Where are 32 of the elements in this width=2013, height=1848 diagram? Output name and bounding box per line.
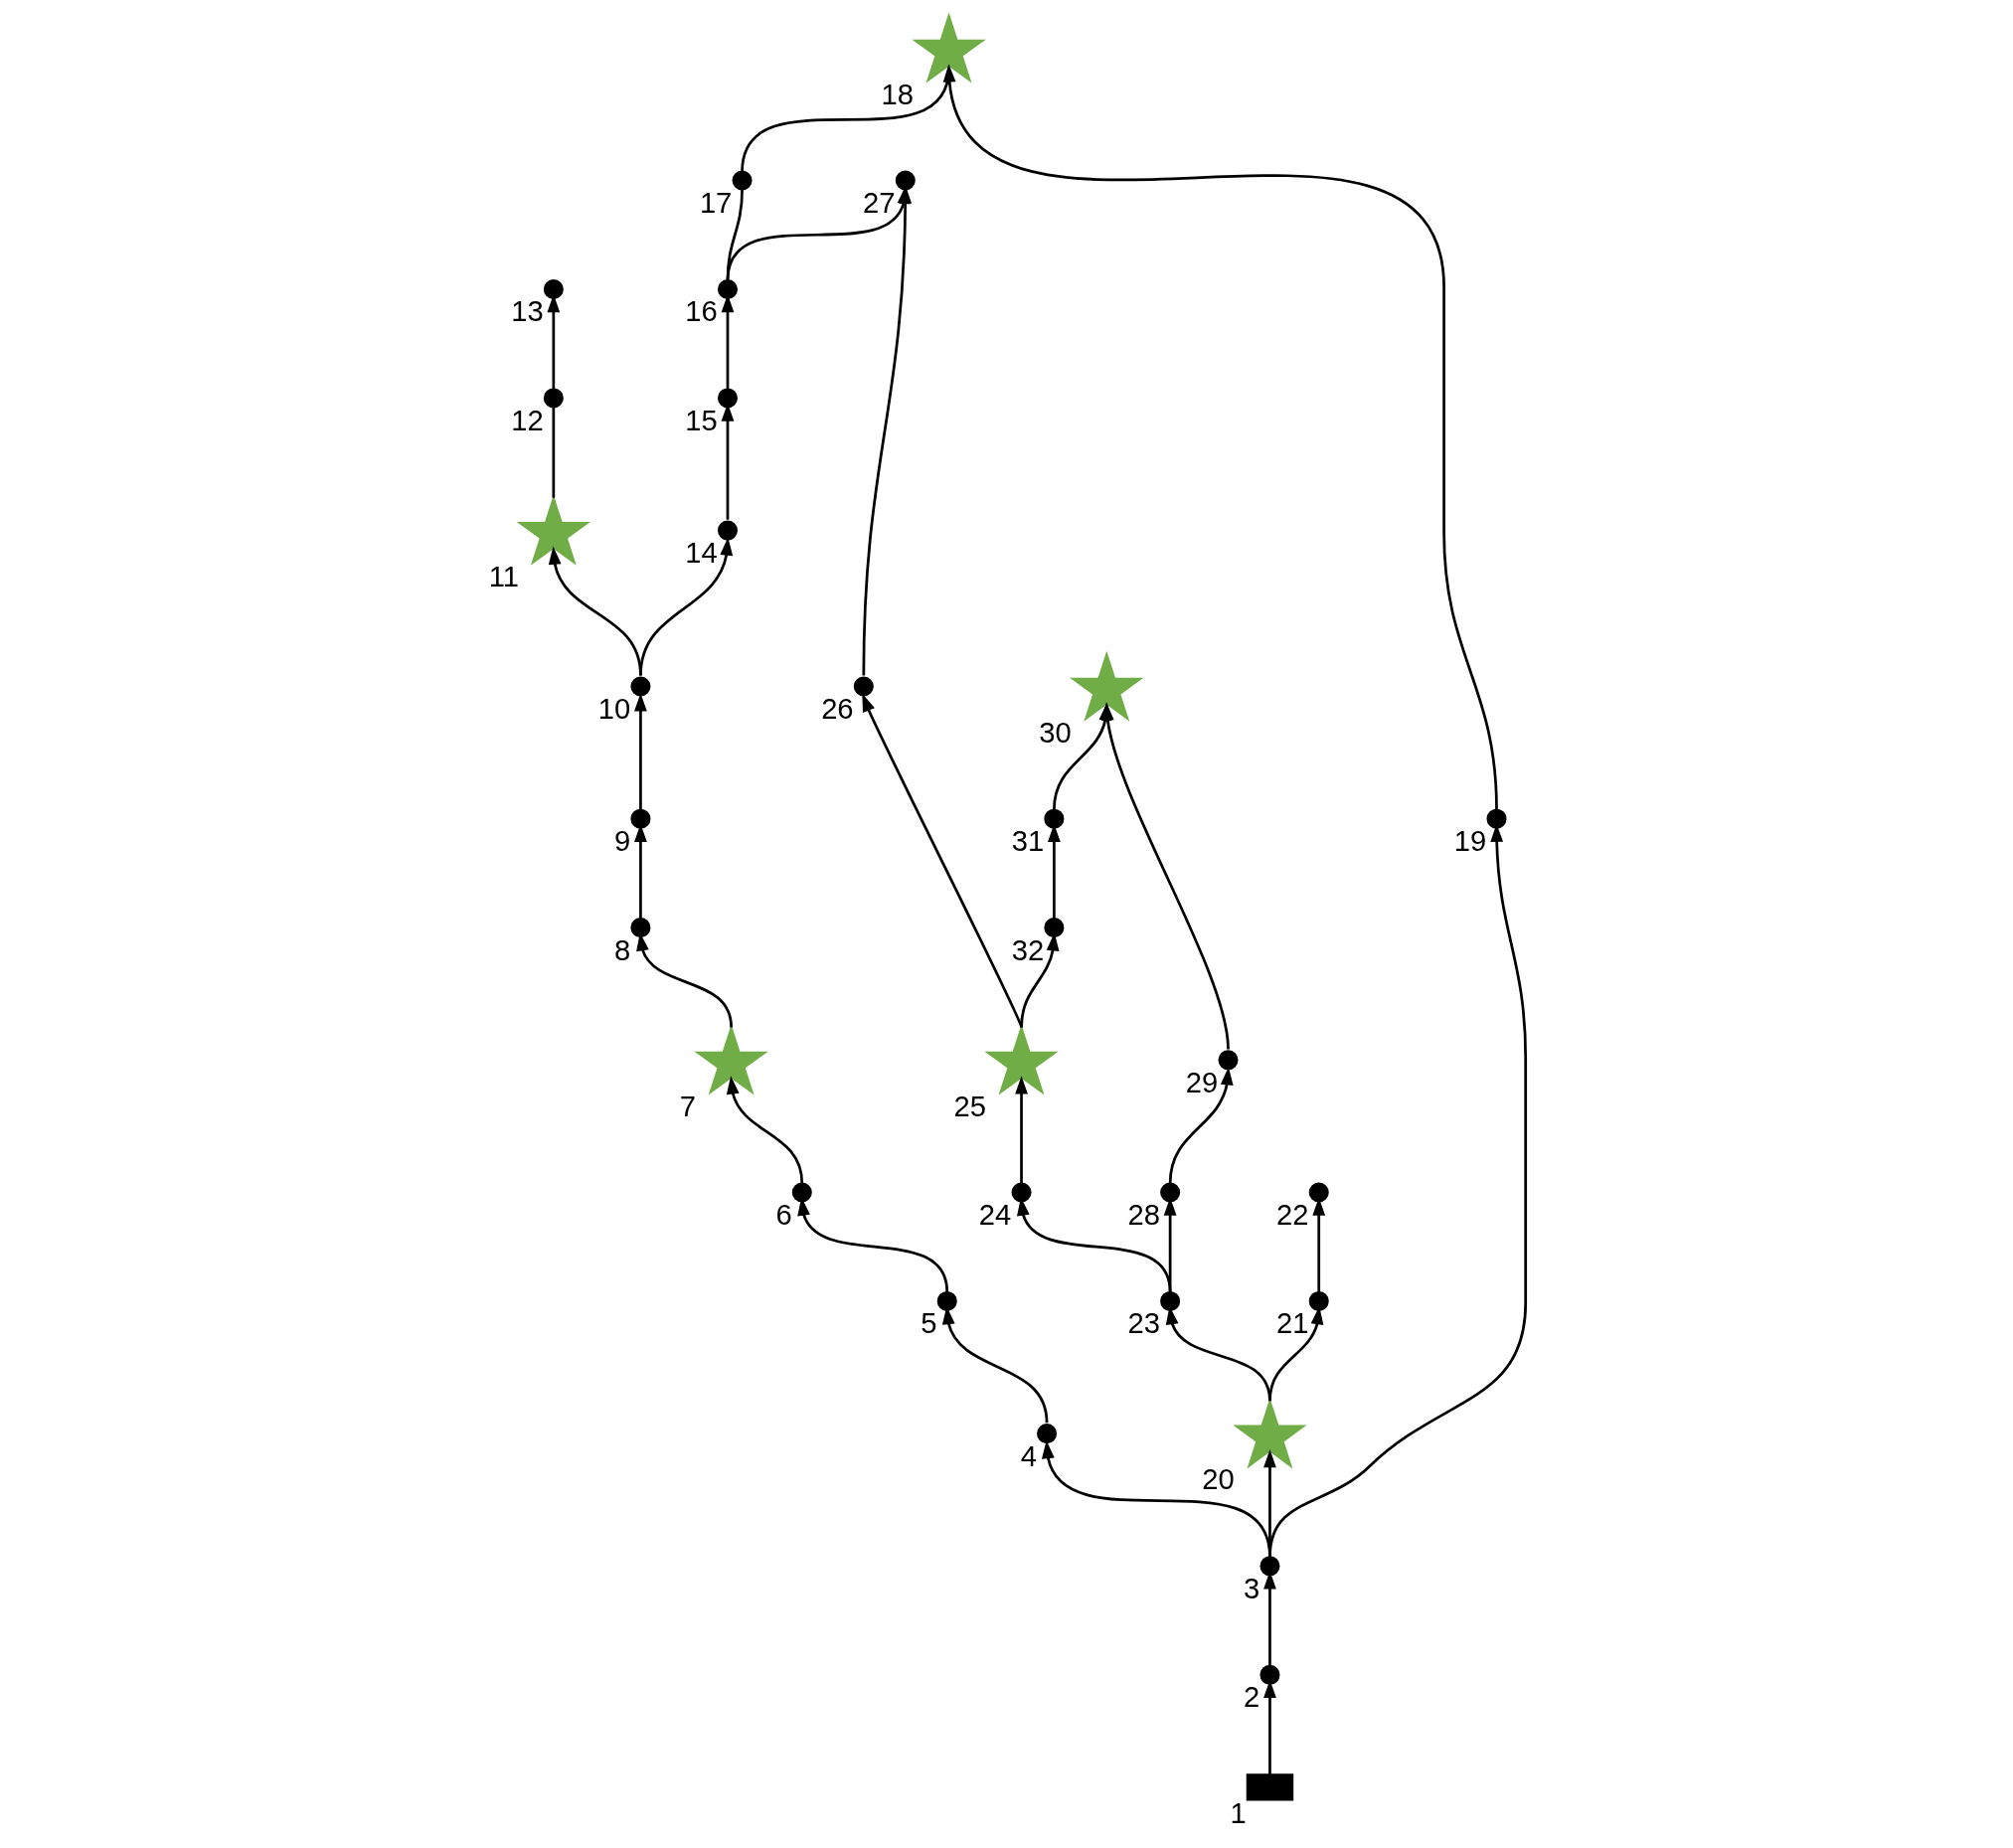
node-label: 18 [880,78,914,110]
node-label: 29 [1185,1066,1218,1098]
node-label: 14 [684,537,718,570]
node-label: 19 [1453,825,1486,858]
node-label: 20 [1201,1463,1235,1496]
node-label: 32 [1011,933,1044,966]
node-label: 13 [510,295,544,328]
node-label: 4 [1020,1439,1037,1472]
node-label: 21 [1275,1307,1308,1340]
node-label: 15 [684,404,718,436]
node-label: 23 [1126,1307,1160,1340]
node-label: 16 [684,295,718,328]
node-label: 22 [1275,1198,1308,1231]
node-label: 25 [952,1090,986,1122]
node-label: 5 [920,1307,937,1340]
node-label: 12 [510,404,544,436]
node-label: 11 [488,560,519,592]
node-label: 28 [1126,1198,1160,1231]
node-label: 1 [1229,1797,1247,1830]
node-label: 2 [1243,1681,1259,1714]
node-label: 10 [597,692,630,725]
node-label: 24 [978,1198,1011,1231]
node-label: 6 [774,1198,792,1231]
node-label: 8 [613,933,630,966]
node-label: 27 [862,186,896,219]
node-label: 3 [1243,1572,1259,1604]
node-label: 31 [1011,825,1044,858]
node-label: 9 [613,825,630,858]
node-label: 7 [679,1090,696,1122]
node-label: 30 [1038,716,1072,749]
node-label: 26 [820,692,854,725]
node-label: 17 [699,186,732,219]
